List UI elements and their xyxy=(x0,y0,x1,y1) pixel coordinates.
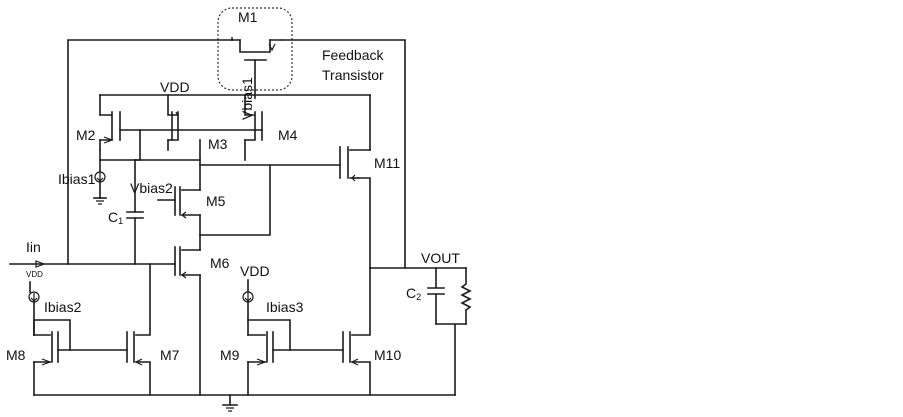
label-m6: M6 xyxy=(210,255,230,271)
feedback-wire-right xyxy=(281,39,406,269)
label-m5: M5 xyxy=(206,193,226,209)
transistor-m4 xyxy=(244,94,263,161)
label-m7: M7 xyxy=(160,347,180,363)
label-vbias1: Vbias1 xyxy=(239,77,255,120)
label-m11: M11 xyxy=(374,155,400,171)
label-vout: VOUT xyxy=(421,250,460,266)
m8-diode xyxy=(33,319,71,351)
feedback-wire-left xyxy=(67,39,233,265)
label-vbias2: Vbias2 xyxy=(130,180,173,196)
label-feedback: Feedback xyxy=(322,47,384,63)
transistor-m6 xyxy=(174,246,201,279)
m9-diode xyxy=(247,319,291,351)
capacitor-c2 xyxy=(427,267,445,325)
label-c2: C2 xyxy=(406,285,421,302)
capacitor-c1 xyxy=(126,159,144,265)
label-m2: M2 xyxy=(76,127,96,143)
label-vdd-small: VDD xyxy=(26,270,43,279)
transistor-m9 xyxy=(247,331,274,396)
label-m8: M8 xyxy=(6,347,26,363)
label-m10: M10 xyxy=(374,347,401,363)
current-source-ibias1 xyxy=(93,159,107,205)
label-vdd-mid: VDD xyxy=(240,263,270,279)
label-m4: M4 xyxy=(278,127,298,143)
transistor-m2 xyxy=(99,111,121,151)
label-m3: M3 xyxy=(208,136,228,152)
label-m9: M9 xyxy=(220,347,240,363)
m5-feedback-loop xyxy=(199,164,271,236)
label-vdd-top: VDD xyxy=(160,79,190,95)
transistor-m3 xyxy=(167,94,179,151)
m2-diode xyxy=(99,129,141,161)
resistor-load xyxy=(460,267,472,325)
label-iin: Iin xyxy=(26,239,41,255)
label-ibias3: Ibias3 xyxy=(266,299,304,315)
label-ibias2: Ibias2 xyxy=(44,299,82,315)
label-m1: M1 xyxy=(238,9,258,25)
ground-symbol xyxy=(222,394,238,412)
transistor-m7 xyxy=(126,263,151,396)
transistor-m10 xyxy=(342,267,371,396)
transistor-m1 xyxy=(231,37,283,99)
iin-arrow xyxy=(35,260,46,268)
transistor-m5 xyxy=(157,186,201,219)
label-ibias1: Ibias1 xyxy=(58,171,96,187)
label-transistor: Transistor xyxy=(322,67,384,83)
label-c1: C1 xyxy=(108,209,123,226)
load-ground-wire xyxy=(435,323,467,396)
transistor-m11 xyxy=(339,146,371,269)
transistor-m8 xyxy=(33,331,59,396)
current-source-ibias3 xyxy=(242,279,254,336)
